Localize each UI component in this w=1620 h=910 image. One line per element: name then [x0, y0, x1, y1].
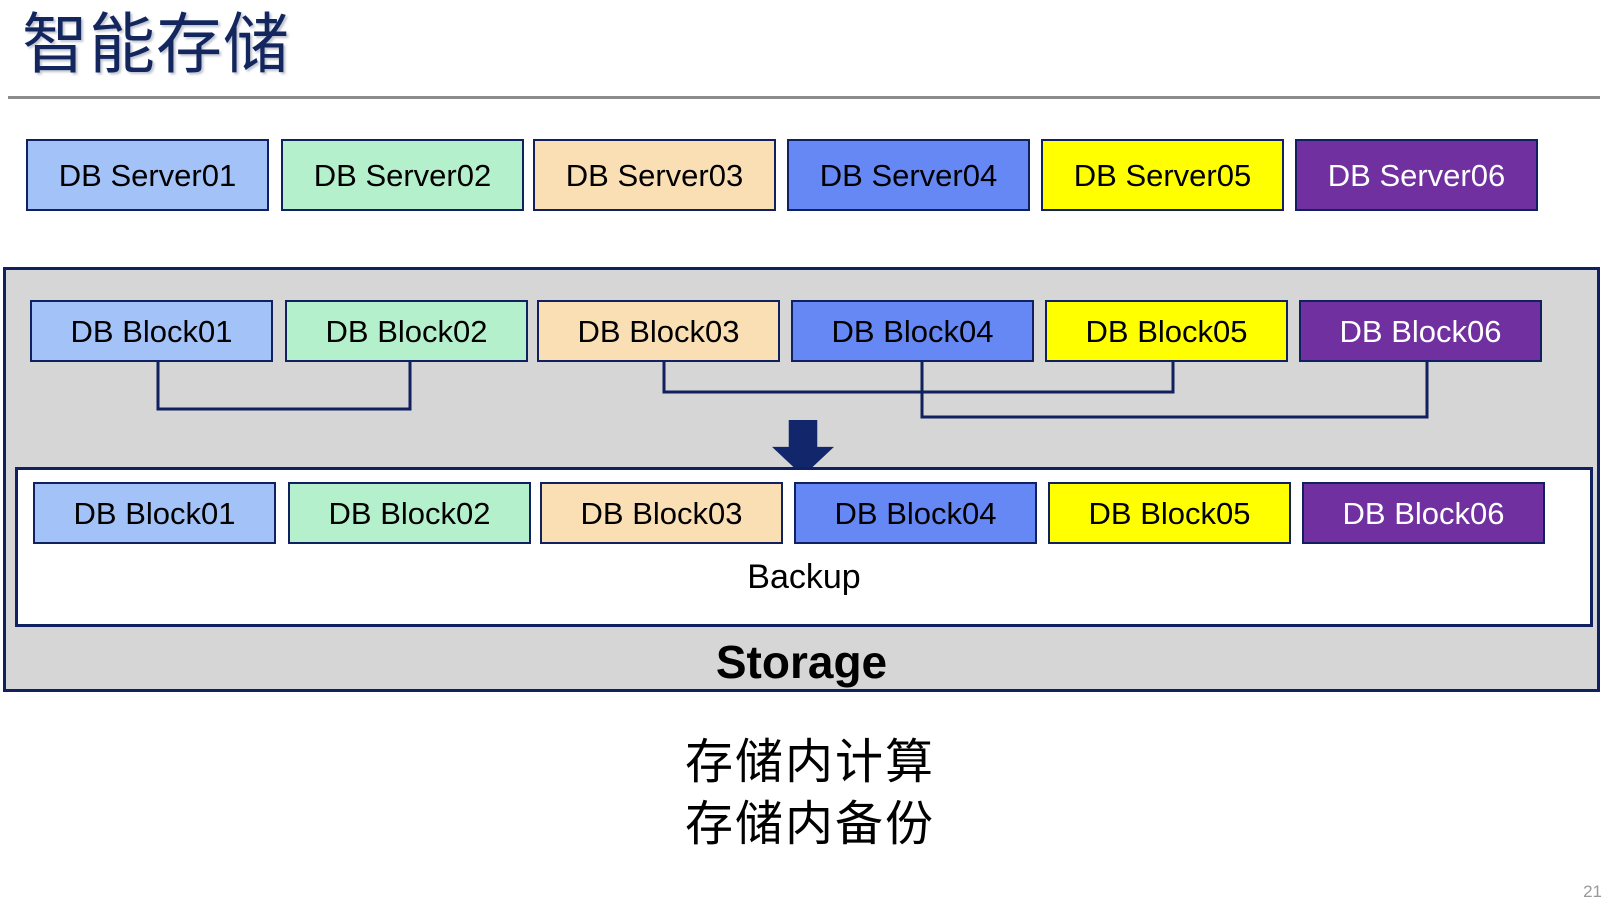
caption-line-2: 存储内备份 [684, 798, 935, 851]
db-server-box-label: DB Server02 [313, 157, 492, 193]
db-block-backup-box-2[interactable]: DB Block02 [288, 482, 531, 544]
db-block-box-label: DB Block05 [1085, 313, 1248, 349]
db-block-row-backup: DB Block01 DB Block02 DB Block03 DB Block04… [18, 482, 1590, 544]
db-block-box-1[interactable]: DB Block01 [30, 300, 273, 362]
db-block-box-label: DB Block06 [1339, 313, 1502, 349]
bracket-block01-block02 [156, 362, 412, 411]
db-server-box-label: DB Server06 [1327, 157, 1506, 193]
db-block-box-5[interactable]: DB Block05 [1045, 300, 1288, 362]
db-server-row: DB Server01 DB Server02 DB Server03 DB Serv… [0, 139, 1620, 211]
db-block-backup-box-1[interactable]: DB Block01 [33, 482, 276, 544]
db-block-box-label: DB Block04 [831, 313, 994, 349]
db-block-backup-box-5[interactable]: DB Block05 [1048, 482, 1291, 544]
db-block-backup-box-label: DB Block02 [328, 495, 491, 531]
db-server-box-2[interactable]: DB Server02 [281, 139, 524, 211]
backup-label: Backup [747, 558, 861, 596]
page-number: 21 [1583, 882, 1602, 901]
db-block-box-label: DB Block03 [577, 313, 740, 349]
db-server-box-3[interactable]: DB Server03 [533, 139, 776, 211]
backup-panel: DB Block01 DB Block02 DB Block03 DB Block04… [15, 467, 1593, 627]
db-block-backup-box-4[interactable]: DB Block04 [794, 482, 1037, 544]
db-server-box-label: DB Server03 [565, 157, 744, 193]
db-block-row-primary: DB Block01 DB Block02 DB Block03 DB Block04… [6, 300, 1600, 362]
storage-label: Storage [715, 636, 888, 688]
db-block-box-3[interactable]: DB Block03 [537, 300, 780, 362]
db-block-box-6[interactable]: DB Block06 [1299, 300, 1542, 362]
caption-line-1: 存储内计算 [684, 736, 935, 789]
db-block-box-label: DB Block01 [70, 313, 233, 349]
db-server-box-5[interactable]: DB Server05 [1041, 139, 1284, 211]
db-server-box-4[interactable]: DB Server04 [787, 139, 1030, 211]
db-server-box-label: DB Server05 [1073, 157, 1252, 193]
db-block-backup-box-6[interactable]: DB Block06 [1302, 482, 1545, 544]
db-block-backup-box-3[interactable]: DB Block03 [540, 482, 783, 544]
db-server-box-label: DB Server01 [58, 157, 237, 193]
bracket-block03-block05 [662, 362, 1175, 394]
db-block-backup-box-label: DB Block06 [1342, 495, 1505, 531]
db-block-backup-box-label: DB Block01 [73, 495, 236, 531]
db-server-box-label: DB Server04 [819, 157, 998, 193]
db-server-box-1[interactable]: DB Server01 [26, 139, 269, 211]
caption-block: 存储内计算存储内备份 [0, 732, 1620, 856]
page-title: 智能存储 [22, 7, 290, 81]
db-block-backup-box-label: DB Block05 [1088, 495, 1251, 531]
db-block-backup-box-label: DB Block03 [580, 495, 743, 531]
db-block-box-4[interactable]: DB Block04 [791, 300, 1034, 362]
storage-container: DB Block01 DB Block02 DB Block03 DB Block04… [3, 267, 1600, 692]
db-block-backup-box-label: DB Block04 [834, 495, 997, 531]
db-block-box-2[interactable]: DB Block02 [285, 300, 528, 362]
db-block-box-label: DB Block02 [325, 313, 488, 349]
title-divider [8, 96, 1600, 99]
db-server-box-6[interactable]: DB Server06 [1295, 139, 1538, 211]
bracket-block04-block06 [920, 362, 1429, 419]
